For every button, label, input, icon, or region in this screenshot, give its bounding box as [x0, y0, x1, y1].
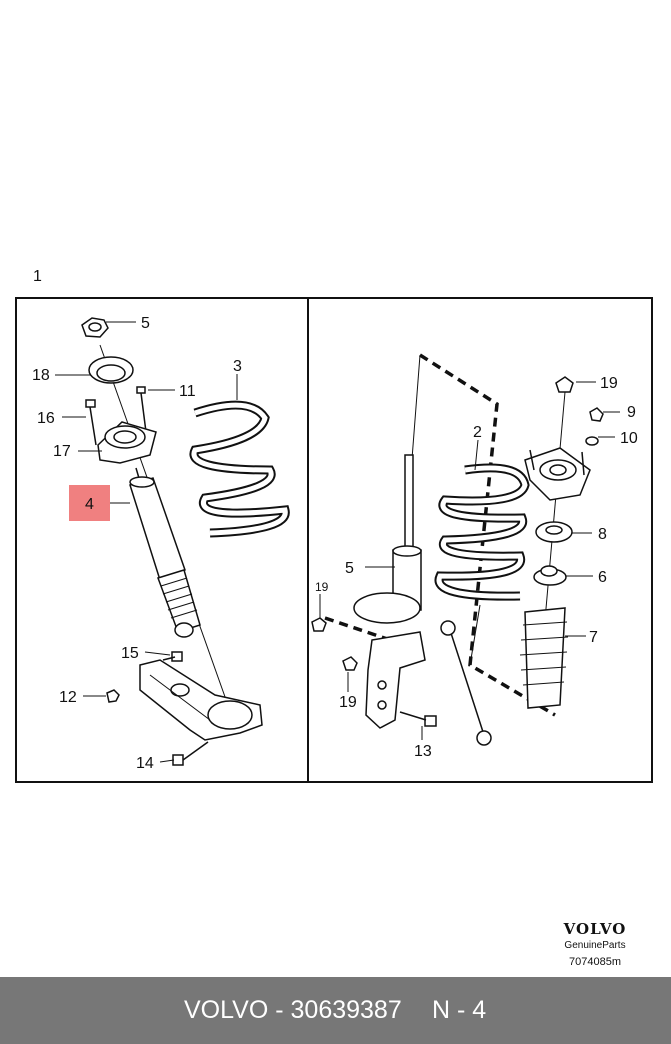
callout-10: 10	[620, 430, 638, 447]
highlight-callout-4	[69, 485, 110, 521]
callout-15: 15	[121, 645, 139, 662]
front-suspension-panel	[307, 297, 653, 783]
callout-17: 17	[53, 443, 71, 460]
rear-assembly-drawing	[81, 317, 290, 766]
callout-19-top: 19	[600, 375, 618, 392]
callout-labels: 5 18 3 11 16 17 4 15 12 14 2 5 19 19 13 …	[32, 315, 638, 772]
footer-position: N - 4	[432, 996, 487, 1024]
brand-block: VOLVO GenuineParts 7074085m	[540, 920, 650, 968]
callout-13: 13	[414, 743, 432, 760]
callout-6: 6	[598, 569, 607, 586]
callout-3: 3	[233, 358, 242, 375]
callout-11: 11	[179, 383, 196, 400]
group-label: 1	[33, 268, 42, 285]
callout-12: 12	[59, 689, 77, 706]
callout-4: 4	[85, 496, 94, 513]
right-leader-lines	[319, 381, 620, 740]
callout-18: 18	[32, 367, 50, 384]
callout-2: 2	[473, 424, 482, 441]
footer-bar: VOLVO - 30639387 N - 4	[0, 977, 671, 1044]
volvo-logo: VOLVO	[563, 920, 627, 938]
callout-16: 16	[37, 410, 55, 427]
callout-8: 8	[598, 526, 607, 543]
callout-9: 9	[627, 404, 636, 421]
callout-19-left: 19	[315, 580, 329, 594]
callout-14: 14	[136, 755, 154, 772]
callout-7: 7	[589, 629, 598, 646]
parts-diagram: 1	[15, 268, 653, 783]
footer-part-number: VOLVO - 30639387	[184, 996, 402, 1024]
brand-subtitle: GenuineParts	[564, 940, 626, 951]
callout-19-bottom: 19	[339, 694, 357, 711]
callout-5-right: 5	[345, 560, 354, 577]
front-assembly-drawing	[311, 353, 604, 746]
left-leader-lines	[55, 321, 238, 763]
callout-5-left: 5	[141, 315, 150, 332]
diagram-code: 7074085m	[569, 956, 621, 968]
